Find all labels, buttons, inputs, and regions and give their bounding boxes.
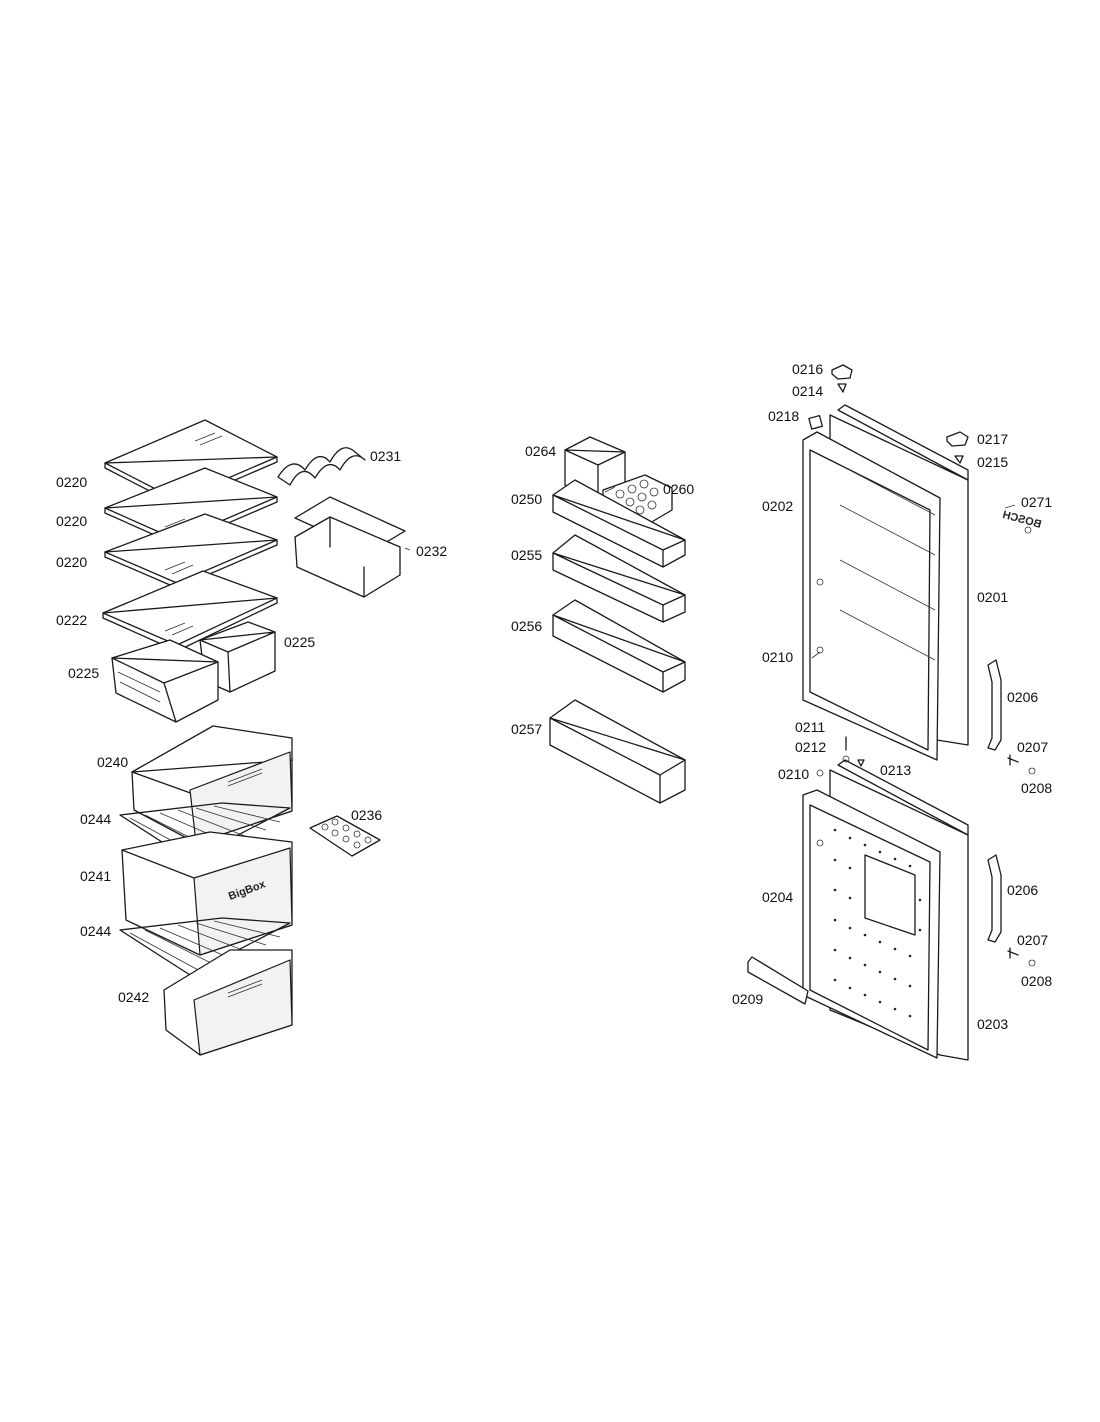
label-0220-a: 0220 [56,474,87,490]
glass-shelf-bottom [102,570,278,652]
door-shelf-2 [552,534,686,623]
hinge-cap-top [831,364,853,393]
label-0211: 0211 [795,719,825,735]
egg-flaps [277,447,366,486]
label-0244-b: 0244 [80,923,111,939]
label-0264: 0264 [525,443,556,459]
vegetable-bin-left [111,639,219,723]
freezer-door-liner [802,789,941,1059]
screw-washer-lower [1007,947,1036,967]
label-0215: 0215 [977,454,1008,470]
label-0216: 0216 [792,361,823,377]
label-0232: 0232 [416,543,447,559]
label-0256: 0256 [511,618,542,634]
label-0260: 0260 [663,481,694,497]
small-tray [294,496,406,598]
label-0217: 0217 [977,431,1008,447]
part-labels: 0220 0220 0220 0222 0225 0225 0231 0232 … [56,361,1052,1032]
label-0220-c: 0220 [56,554,87,570]
door-shelf-1 [552,479,686,568]
hinge-pin-parts [816,736,865,777]
hinge-cap-right [946,431,969,464]
label-0204: 0204 [762,889,793,905]
label-0220-b: 0220 [56,513,87,529]
fridge-door-gasket [802,431,941,761]
label-0257: 0257 [511,721,542,737]
freezer-drawer-top [131,725,293,844]
screw-washer-upper [1007,754,1036,775]
label-0203: 0203 [977,1016,1008,1032]
bosch-logo-text: BOSCH [1001,509,1043,531]
label-0255: 0255 [511,547,542,563]
label-0208-a: 0208 [1021,780,1052,796]
label-0241: 0241 [80,868,111,884]
label-0240: 0240 [97,754,128,770]
label-0225-left: 0225 [68,665,99,681]
door-shelf-bottle [549,699,686,804]
label-0218: 0218 [768,408,799,424]
door-shelf-3 [552,599,686,693]
label-0236: 0236 [351,807,382,823]
label-0202: 0202 [762,498,793,514]
label-0210-b: 0210 [778,766,809,782]
label-0206-b: 0206 [1007,882,1038,898]
label-0212: 0212 [795,739,826,755]
ice-cube-tray [309,815,381,857]
label-0242: 0242 [118,989,149,1005]
door-handle-upper [987,659,1002,751]
label-0206-a: 0206 [1007,689,1038,705]
label-0271: 0271 [1021,494,1052,510]
door-handle-lower [987,854,1002,943]
label-0209: 0209 [732,991,763,1007]
leader-lines [404,486,1016,659]
wire-rack-lower [119,917,291,976]
label-0207-a: 0207 [1017,739,1048,755]
label-0201: 0201 [977,589,1008,605]
label-0208-b: 0208 [1021,973,1052,989]
kick-plate [747,956,809,1005]
label-0210-a: 0210 [762,649,793,665]
small-square-part [808,414,823,430]
bosch-logo: BOSCH [1001,509,1043,534]
freezer-drawer-bottom [163,949,293,1056]
label-0222: 0222 [56,612,87,628]
label-0250: 0250 [511,491,542,507]
label-0231: 0231 [370,448,401,464]
glass-shelf-3 [104,513,278,589]
label-0207-b: 0207 [1017,932,1048,948]
label-0213: 0213 [880,762,911,778]
label-0225-right: 0225 [284,634,315,650]
label-0214: 0214 [792,383,823,399]
label-0244-a: 0244 [80,811,111,827]
